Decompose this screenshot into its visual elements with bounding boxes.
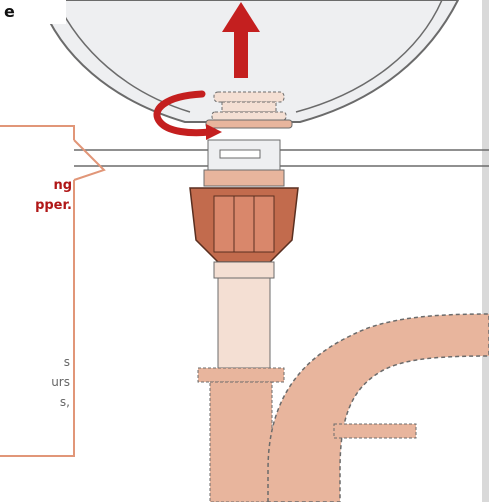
threaded-collar	[213, 261, 275, 279]
sink-basin	[38, 0, 460, 123]
right-edge-bar	[482, 0, 489, 502]
trap-slip-nut	[333, 423, 417, 439]
callout-title-line: ng	[53, 178, 72, 193]
drain-body	[203, 139, 285, 187]
stopper	[205, 91, 293, 129]
coupling-nut	[189, 187, 299, 263]
lower-slip-joint	[197, 367, 285, 502]
callout-box	[0, 125, 106, 457]
top-label: e	[0, 0, 66, 24]
rotate-arrow	[153, 90, 214, 137]
callout-body-line: urs	[51, 375, 70, 389]
p-trap	[267, 313, 489, 502]
callout-title: ng pper.	[35, 176, 72, 216]
callout-body: s urs s,	[51, 352, 70, 412]
callout-text-area: ng pper. s urs s,	[0, 126, 74, 456]
callout-body-line: s	[63, 355, 70, 369]
callout-body-line: s,	[59, 395, 70, 409]
lift-arrow	[222, 2, 260, 78]
callout-title-line: pper.	[35, 198, 72, 213]
tailpiece	[217, 277, 271, 369]
